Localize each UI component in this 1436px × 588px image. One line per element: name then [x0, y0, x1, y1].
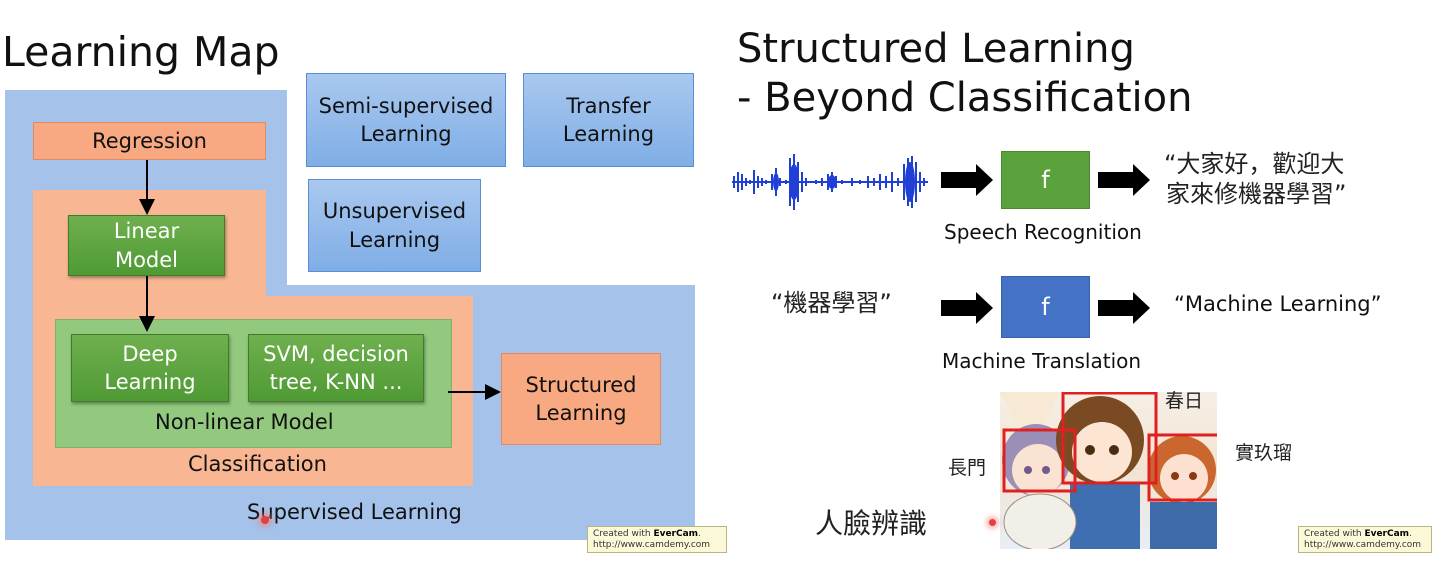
evercam-right-prefix: Created with [1304, 529, 1365, 539]
svm-line2: tree, K-NN ... [269, 370, 403, 394]
deep-learning-line2: Learning [104, 370, 196, 394]
translation-output: “Machine Learning” [1174, 292, 1382, 316]
learning-map-title: Learning Map [2, 28, 280, 76]
speech-output-line2: 家來修機器學習” [1166, 180, 1347, 208]
transfer-line1: Transfer [566, 93, 651, 118]
cursor-dot [261, 516, 269, 524]
cursor-dot-right [989, 519, 996, 526]
speech-arrow-in-icon [941, 164, 993, 196]
evercam-badge-right: Created with EverCam. http://www.camdemy… [1298, 526, 1432, 553]
speech-arrow-out-icon [1098, 164, 1150, 196]
speech-f-label: f [1041, 165, 1050, 194]
linear-model-line1: Linear [113, 219, 180, 244]
deep-learning-box: Deep Learning [71, 334, 229, 402]
structured-line2: Learning [535, 401, 627, 425]
translation-arrow-in-icon [941, 292, 993, 324]
learning-map-arrows [139, 160, 501, 400]
structured-title-line1: Structured Learning [737, 26, 1135, 72]
semi-line2: Learning [360, 122, 452, 146]
translation-arrows [941, 292, 1150, 324]
face-name-top: 春日 [1165, 390, 1204, 412]
evercam-left-brand: EverCam [653, 529, 699, 539]
structured-learning-box: Structured Learning [501, 353, 661, 445]
nonlinear-model-label: Non-linear Model [155, 410, 334, 434]
linear-model-line2: Model [114, 247, 179, 272]
face-name-right: 實玖瑠 [1235, 442, 1293, 464]
face-recognition-caption: 人臉辨識 [815, 507, 928, 540]
classification-label: Classification [188, 452, 327, 476]
speech-arrows [941, 164, 1150, 196]
unsupervised-box: Unsupervised Learning [308, 179, 481, 272]
translation-f-box: f [1001, 276, 1090, 338]
speech-output-line1: “大家好，歡迎大 [1164, 150, 1345, 178]
translation-arrow-out-icon [1098, 292, 1150, 324]
transfer-line2: Learning [562, 122, 655, 146]
speech-recognition-label: Speech Recognition [944, 220, 1142, 244]
speech-f-box: f [1001, 151, 1090, 209]
face-name-left: 長門 [948, 457, 987, 479]
machine-translation-label: Machine Translation [942, 349, 1142, 373]
semi-supervised-box: Semi-supervised Learning [306, 73, 506, 167]
evercam-left-prefix: Created with [593, 529, 654, 539]
evercam-left-url: http://www.camdemy.com [593, 540, 711, 550]
semi-line1: Semi-supervised [318, 93, 494, 118]
regression-box: Regression [33, 122, 266, 160]
speech-waveform-icon [732, 154, 928, 210]
regression-label: Regression [92, 128, 207, 153]
unsupervised-line2: Learning [348, 227, 441, 252]
linear-model-box: Linear Model [68, 215, 225, 276]
structured-line1: Structured [525, 372, 637, 397]
svm-box: SVM, decision tree, K-NN ... [248, 334, 424, 402]
svm-line1: SVM, decision [263, 341, 409, 366]
evercam-right-brand: EverCam [1364, 529, 1410, 539]
evercam-right-url: http://www.camdemy.com [1304, 540, 1422, 550]
translation-input: “機器學習” [771, 289, 892, 317]
structured-title-line2: - Beyond Classification [737, 75, 1193, 121]
evercam-badge-left: Created with EverCam. http://www.camdemy… [587, 526, 727, 553]
deep-learning-line1: Deep [122, 341, 178, 366]
transfer-learning-box: Transfer Learning [523, 73, 694, 167]
anime-faces-image [1000, 392, 1217, 549]
unsupervised-line1: Unsupervised [322, 199, 467, 224]
supervised-learning-label: Supervised Learning [247, 500, 462, 524]
translation-f-label: f [1041, 292, 1050, 321]
